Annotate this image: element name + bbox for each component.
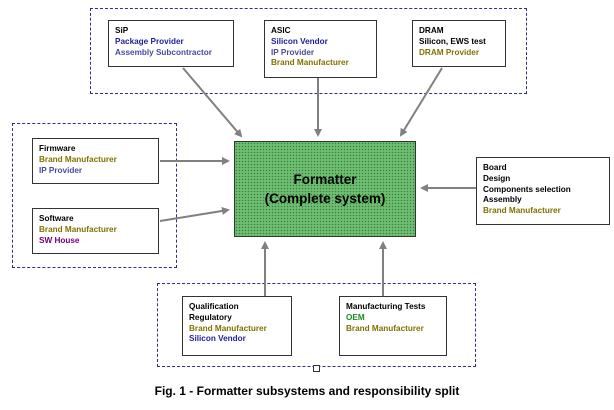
dram-line: DRAM [419, 26, 444, 35]
formatter-subtitle: (Complete system) [264, 191, 386, 206]
qualification-line: Silicon Vendor [189, 334, 246, 344]
firmware-line: Firmware [39, 144, 76, 153]
figure-caption: Fig. 1 - Formatter subsystems and respon… [154, 384, 460, 398]
sip-line: Package Provider [115, 36, 184, 46]
formatter-title: Formatter [293, 172, 357, 187]
asic-line: Silicon Vendor [271, 36, 328, 46]
software-line: Software [39, 214, 74, 223]
firmware-line: IP Provider [39, 165, 83, 175]
board-line: Brand Manufacturer [483, 206, 561, 216]
sip-line: Assembly Subcontractor [115, 47, 212, 57]
software-line: Brand Manufacturer [39, 224, 117, 234]
sip-line: SiP [115, 26, 129, 35]
formatter-box: Formatter (Complete system) [234, 141, 416, 237]
arrow-software [159, 207, 230, 222]
board-line: Design [483, 173, 511, 183]
board-line: Assembly [483, 195, 522, 205]
manufacturing-line: Manufacturing Tests [346, 302, 426, 311]
qualification-line: Regulatory [189, 312, 232, 322]
left-group-frame [12, 123, 177, 268]
qualification-line: Qualification [189, 302, 239, 311]
manufacturing-line: OEM [346, 312, 365, 322]
board-line: Board [483, 163, 507, 172]
manufacturing-line: Brand Manufacturer [346, 323, 424, 333]
arrow-dram [399, 67, 443, 137]
software-line: SW House [39, 235, 80, 245]
asic-line: ASIC [271, 26, 291, 35]
dram-line: DRAM Provider [419, 47, 480, 57]
qualification-line: Brand Manufacturer [189, 323, 267, 333]
board-line: Components selection [483, 184, 571, 194]
dram-line: Silicon, EWS test [419, 36, 486, 46]
resize-handle[interactable] [313, 365, 320, 372]
firmware-line: Brand Manufacturer [39, 154, 117, 164]
arrow-sip [182, 67, 243, 138]
asic-line: IP Provider [271, 47, 315, 57]
asic-line: Brand Manufacturer [271, 58, 349, 68]
top-group-frame [90, 8, 527, 94]
